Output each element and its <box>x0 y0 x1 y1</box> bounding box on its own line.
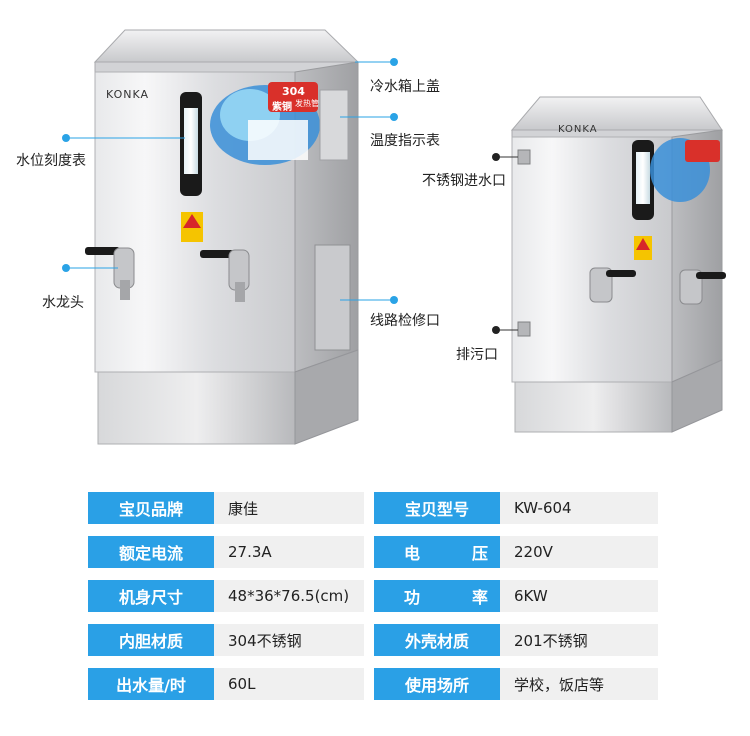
konka-logo: KONKA <box>106 88 150 101</box>
spec-row: 出水量/时 60L 使用场所 学校，饭店等 <box>88 668 658 700</box>
spec-value: 60L <box>214 668 364 700</box>
label-wiring: 线路检修口 <box>370 313 440 329</box>
spec-value: 48*36*76.5(cm) <box>214 580 364 612</box>
spec-value: 康佳 <box>214 492 364 524</box>
spec-value: 201不锈钢 <box>500 624 658 656</box>
spec-table: 宝贝品牌 康佳 宝贝型号 KW-604 额定电流 27.3A 电 压 220V … <box>88 492 658 712</box>
sticker-304: 304 <box>282 85 305 98</box>
sticker-heater: 发热管 <box>295 99 319 108</box>
spec-label: 出水量/时 <box>88 668 214 700</box>
label-inlet: 不锈钢进水口 <box>422 173 506 189</box>
spec-value: KW-604 <box>500 492 658 524</box>
dot-wiring <box>390 296 398 304</box>
small-boiler <box>510 96 726 433</box>
label-drain: 排污口 <box>456 347 498 363</box>
spec-value: 学校，饭店等 <box>500 668 658 700</box>
spec-row: 宝贝品牌 康佳 宝贝型号 KW-604 <box>88 492 658 524</box>
spec-label: 外壳材质 <box>374 624 500 656</box>
spec-row: 机身尺寸 48*36*76.5(cm) 功 率 6KW <box>88 580 658 612</box>
dot-temp <box>390 113 398 121</box>
label-cold-water-lid: 冷水箱上盖 <box>370 79 440 95</box>
spec-row: 额定电流 27.3A 电 压 220V <box>88 536 658 568</box>
sticker-copper: 紫铜 <box>272 102 292 113</box>
spec-label: 宝贝品牌 <box>88 492 214 524</box>
spec-value: 220V <box>500 536 658 568</box>
callout-lines <box>68 61 518 331</box>
spec-label: 功 率 <box>374 580 518 612</box>
spec-label: 电 压 <box>374 536 518 568</box>
spec-label: 宝贝型号 <box>374 492 500 524</box>
dot-inlet <box>492 153 500 161</box>
konka-logo-small: KONKA <box>558 124 598 135</box>
dot-faucet <box>62 264 70 272</box>
spec-value: 304不锈钢 <box>214 624 364 656</box>
dot-drain <box>492 326 500 334</box>
dot-level <box>62 134 70 142</box>
spec-label: 额定电流 <box>88 536 214 568</box>
label-temperature-gauge: 温度指示表 <box>370 133 440 149</box>
spec-label: 机身尺寸 <box>88 580 214 612</box>
spec-label: 内胆材质 <box>88 624 214 656</box>
spec-label: 使用场所 <box>374 668 500 700</box>
spec-value: 6KW <box>500 580 658 612</box>
label-water-level: 水位刻度表 <box>16 153 86 169</box>
dot-lid <box>390 58 398 66</box>
water-boilers-drawing <box>68 29 726 445</box>
label-faucet: 水龙头 <box>42 295 84 311</box>
spec-value: 27.3A <box>214 536 364 568</box>
large-boiler <box>85 29 360 445</box>
spec-row: 内胆材质 304不锈钢 外壳材质 201不锈钢 <box>88 624 658 656</box>
product-illustration: KONKA KONKA 304 紫铜 发热管 冷水箱上盖 温度指示表 水位刻度表… <box>16 29 726 445</box>
